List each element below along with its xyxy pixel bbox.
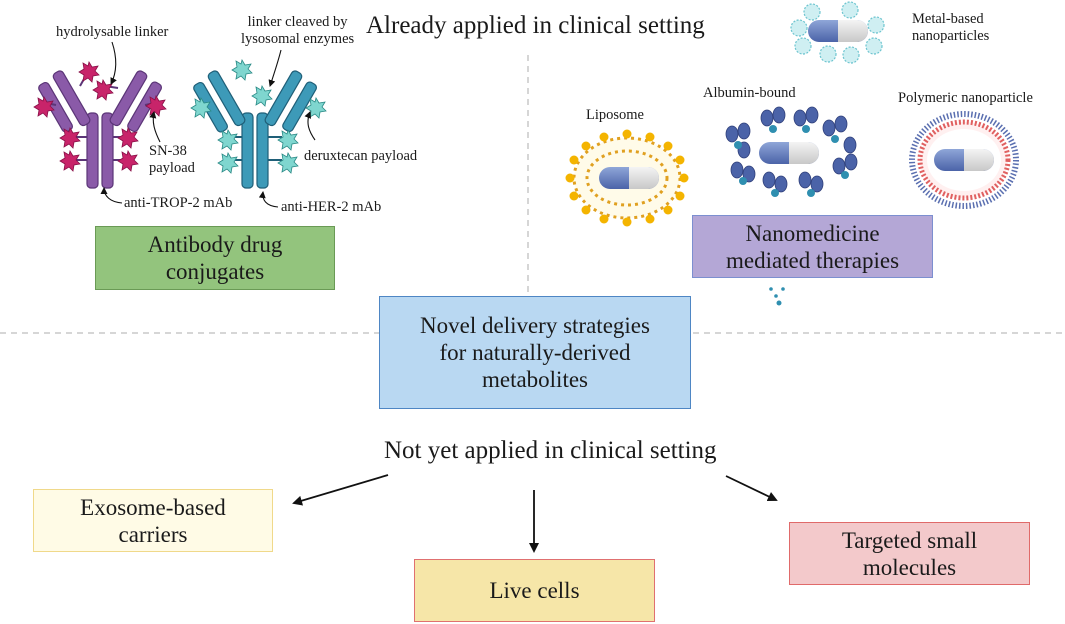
metal-nanoparticle-icon xyxy=(790,1,885,64)
small-molecules-box: Targeted small molecules xyxy=(789,522,1030,585)
liposome-icon xyxy=(565,129,689,227)
arrow-to-exosome xyxy=(292,474,389,506)
live-cells-box: Live cells xyxy=(414,559,655,622)
polymeric-nanoparticle-icon xyxy=(909,111,1019,209)
albumin-bound-icon xyxy=(725,106,858,197)
label-polymeric: Polymeric nanoparticle xyxy=(898,90,1033,106)
label-sn38-payload: SN-38 payload xyxy=(149,143,195,176)
label-albumin-bound: Albumin-bound xyxy=(703,85,796,101)
label-metal-based: Metal-based nanoparticles xyxy=(912,11,990,44)
label-hydrolysable-linker: hydrolysable linker xyxy=(56,24,169,40)
arrow-to-small-molecules xyxy=(725,475,778,502)
adc-box-label: Antibody drug conjugates xyxy=(147,232,283,284)
label-anti-her2: anti-HER-2 mAb xyxy=(281,199,382,215)
deruxtecan-payload-star-icons xyxy=(190,58,327,174)
nanomedicine-box: Nanomedicine mediated therapies xyxy=(692,215,933,278)
heading-not-yet-applied: Not yet applied in clinical setting xyxy=(384,437,717,464)
release-dots-icon xyxy=(769,287,785,306)
center-box: Novel delivery strategies for naturally-… xyxy=(379,296,691,409)
label-deruxtecan-payload: deruxtecan payload xyxy=(304,148,418,164)
center-box-label: Novel delivery strategies for naturally-… xyxy=(420,313,650,392)
live-cells-box-label: Live cells xyxy=(489,577,580,603)
label-liposome: Liposome xyxy=(586,107,644,123)
label-linker-cleaved: linker cleaved by lysosomal enzymes xyxy=(241,14,355,47)
exosome-box: Exosome-based carriers xyxy=(33,489,273,552)
adc-box: Antibody drug conjugates xyxy=(95,226,335,290)
anti-her2-antibody-icon xyxy=(193,70,317,189)
sn38-payload-star-icons xyxy=(33,60,167,172)
label-anti-trop2: anti-TROP-2 mAb xyxy=(124,195,233,211)
strategy-arrows xyxy=(292,474,778,553)
adc-pointer-arrows xyxy=(100,41,316,208)
exosome-box-label: Exosome-based carriers xyxy=(80,494,226,547)
small-molecules-box-label: Targeted small molecules xyxy=(841,527,978,580)
heading-already-applied: Already applied in clinical setting xyxy=(366,12,705,39)
nanomedicine-box-label: Nanomedicine mediated therapies xyxy=(725,220,900,273)
